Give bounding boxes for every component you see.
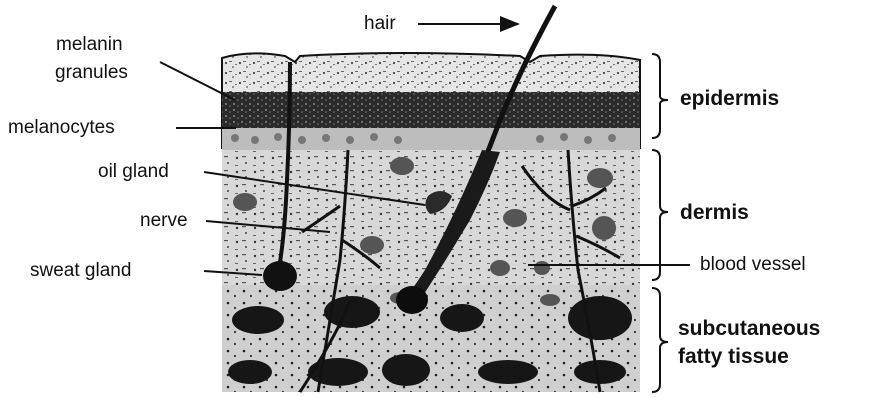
label-dermis: dermis: [680, 202, 749, 223]
label-epidermis: epidermis: [680, 88, 779, 109]
label-melanocytes: melanocytes: [8, 118, 115, 137]
epidermis-bracket: [652, 54, 668, 138]
epidermis-layer: [222, 53, 640, 150]
label-melanin-granules-line1: melanin: [56, 35, 123, 54]
label-nerve: nerve: [140, 211, 188, 230]
label-oil-gland: oil gland: [98, 162, 169, 181]
label-hair: hair: [364, 14, 396, 33]
label-melanin-granules-line2: granules: [55, 63, 128, 82]
subcutaneous-layer: [222, 285, 640, 392]
subcutaneous-bracket: [652, 288, 668, 392]
label-subcutaneous-line1: subcutaneous: [678, 318, 820, 339]
label-subcutaneous-line2: fatty tissue: [678, 346, 789, 367]
label-sweat-gland: sweat gland: [30, 261, 131, 280]
layer-brackets: [652, 54, 668, 392]
label-blood-vessel: blood vessel: [700, 255, 806, 274]
dermis-bracket: [652, 150, 668, 280]
